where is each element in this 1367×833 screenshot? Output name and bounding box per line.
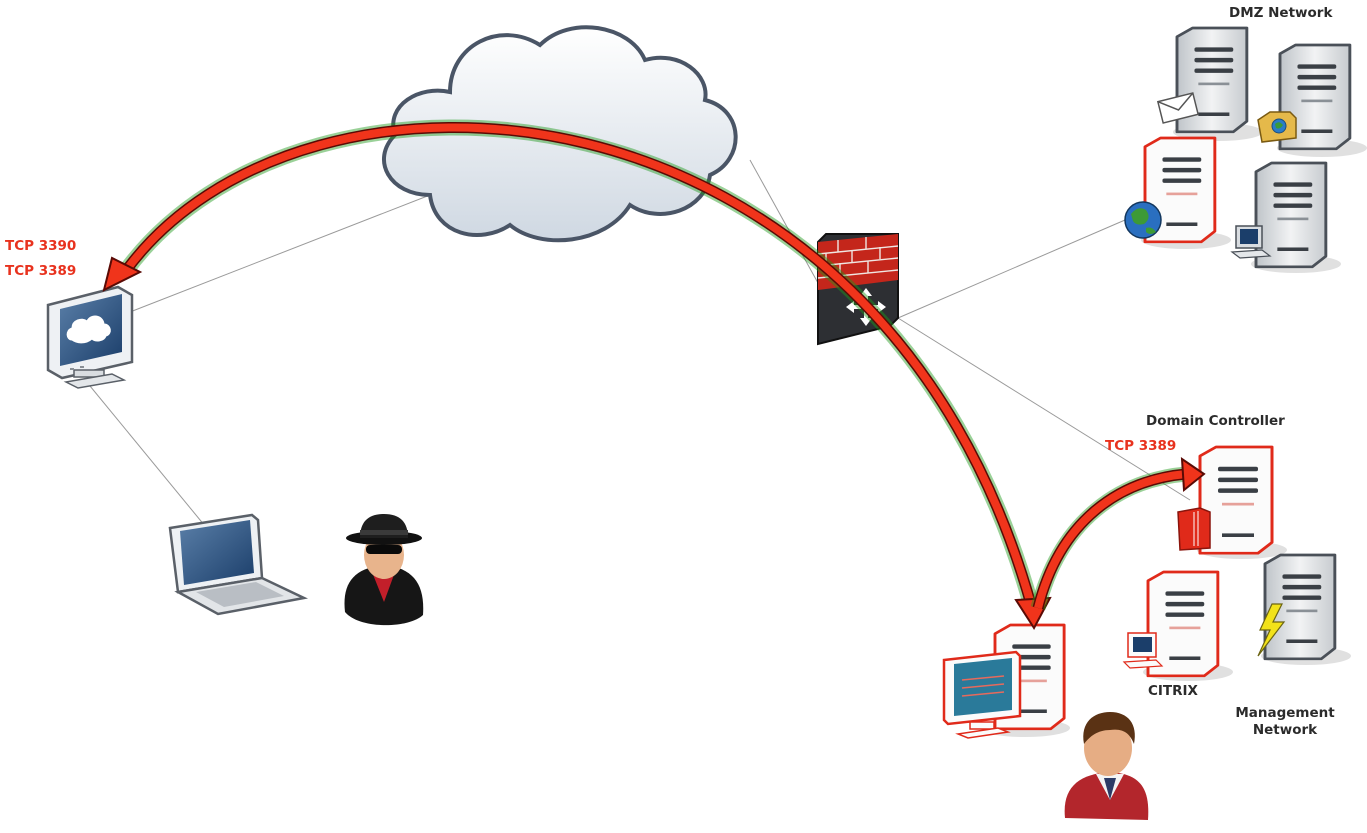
monitor-cloud-icon [46, 285, 134, 389]
attacker-port-label-1: TCP 3390 [5, 238, 77, 254]
workstation-server-icon [1230, 161, 1341, 273]
spy-icon [344, 514, 424, 626]
mail-server-icon [1156, 26, 1263, 141]
link-cloud-to-rdp-monitor [129, 194, 431, 313]
link-rdp-monitor-to-laptop [89, 385, 206, 527]
attack-path-arc [118, 119, 1040, 611]
lateral-movement-arc [1030, 466, 1187, 610]
attacker-port-label-2: TCP 3389 [5, 263, 77, 279]
attack-arrows [102, 119, 1206, 630]
domain-controller-label: Domain Controller [1146, 413, 1285, 429]
link-cloud-to-firewall [749, 159, 819, 284]
web-server-icon [1124, 136, 1231, 249]
directory-server-icon [1177, 445, 1287, 559]
laptop-icon [168, 513, 309, 616]
network-links [89, 159, 1191, 527]
dmz-network-label: DMZ Network [1229, 5, 1333, 21]
file-server-icon [1257, 43, 1367, 157]
domain-controller-port-label: TCP 3389 [1105, 438, 1177, 454]
citrix-label: CITRIX [1148, 683, 1198, 699]
power-server-icon [1257, 553, 1351, 665]
arrowhead-to-domain-controller [1180, 457, 1206, 492]
link-firewall-to-dmz [897, 219, 1126, 319]
desktop-pc-icon [942, 623, 1070, 739]
management-network-label: Management Network [1235, 705, 1335, 738]
arrowhead-to-attacker-monitor [102, 256, 143, 292]
link-firewall-to-domain-controller [897, 317, 1191, 501]
user-icon [1064, 712, 1149, 820]
citrix-server-icon [1122, 570, 1233, 681]
